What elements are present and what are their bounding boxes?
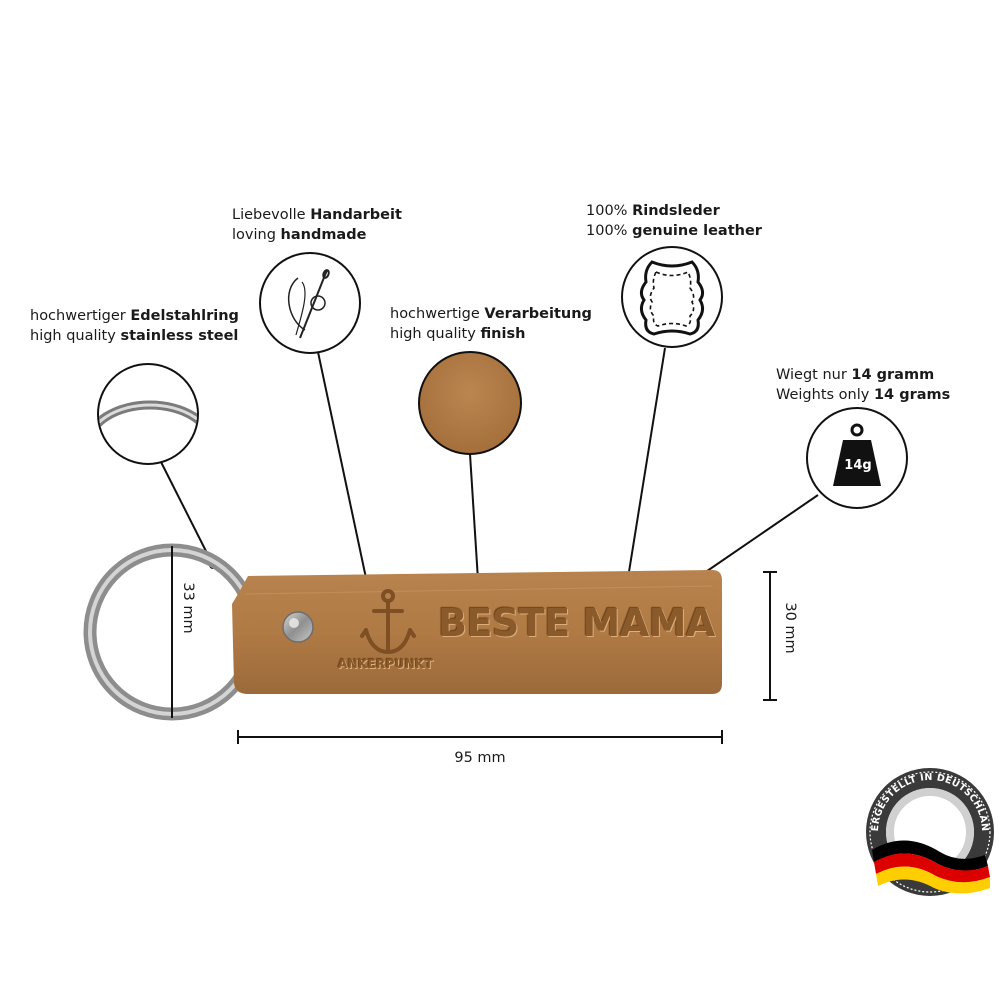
tag-length-label: 95 mm: [454, 750, 506, 766]
tag-engraving: BESTE MAMA: [438, 601, 715, 645]
leather-detail-circle: [621, 246, 723, 348]
ring-height-label: 33 mm: [180, 582, 196, 634]
caption-handmade: Liebevolle Handarbeit loving handmade: [232, 207, 402, 243]
caption-ring: hochwertiger Edelstahlring high quality …: [30, 308, 239, 344]
caption-leather: 100% Rindsleder 100% genuine leather: [586, 203, 762, 239]
tag-height-label: 30 mm: [782, 602, 798, 654]
callout-lines: [159, 347, 819, 581]
leather-finish-swatch: [418, 351, 522, 455]
rivet: [282, 611, 314, 643]
dimension-lines: [171, 546, 777, 744]
leather-hide-icon: [639, 260, 705, 336]
anchor-icon: [360, 589, 416, 655]
ring-detail-circle: [97, 363, 199, 465]
weight-icon: [833, 423, 881, 486]
caption-weight: Wiegt nur 14 gramm Weights only 14 grams: [776, 367, 951, 403]
weight-icon-label: 14g: [844, 458, 872, 473]
caption-finish: hochwertige Verarbeitung high quality fi…: [390, 306, 592, 342]
tag-brand: ANKERPUNKT: [338, 657, 434, 671]
needle-detail-circle: [259, 252, 361, 354]
leather-tag: [232, 570, 722, 694]
weight-detail-circle: [806, 407, 908, 509]
needle-icon: [287, 269, 330, 339]
